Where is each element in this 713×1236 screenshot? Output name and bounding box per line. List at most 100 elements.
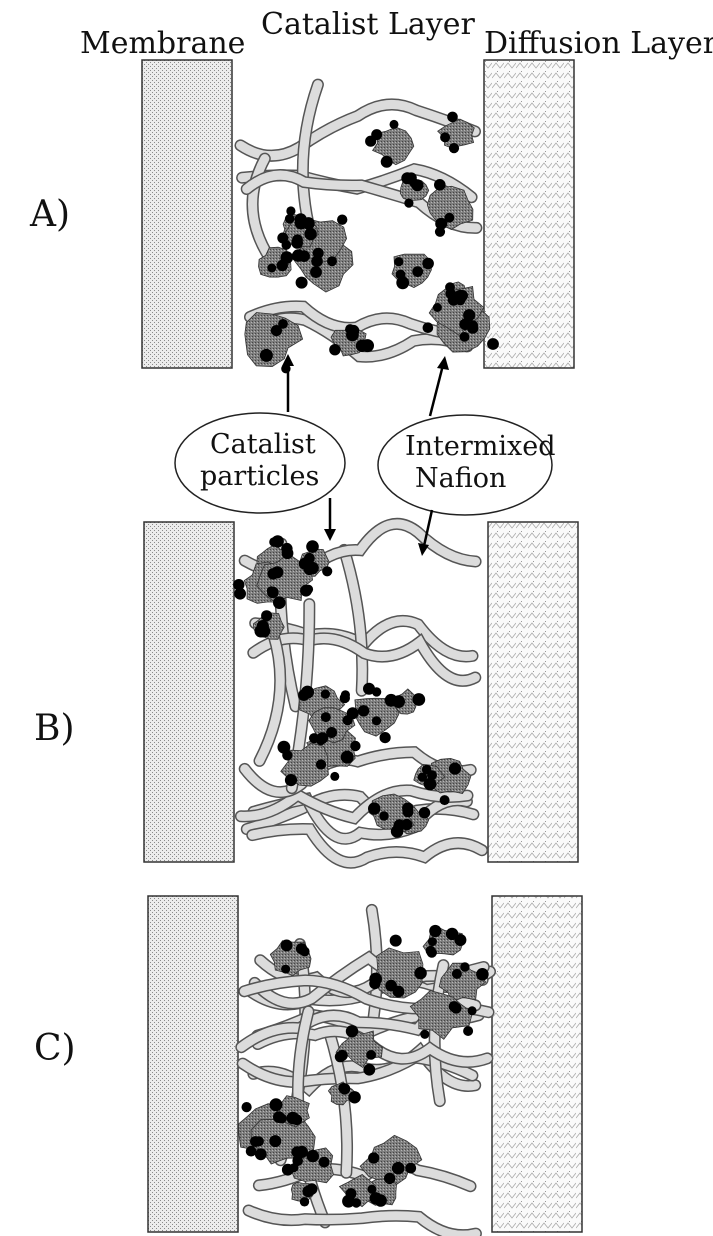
catalyst-particle (326, 727, 338, 738)
catalyst-particle (270, 325, 282, 337)
catalyst-particle (369, 1192, 382, 1205)
catalyst-particle (345, 1025, 359, 1038)
catalyst-particle (439, 795, 450, 806)
catalyst-particle (444, 212, 455, 223)
catalyst-particle (405, 1162, 417, 1174)
catalyst-particle (234, 587, 247, 600)
catalyst-particle (281, 240, 292, 250)
carbon-agglomerate (438, 962, 487, 1003)
catalyst-particle (435, 217, 448, 230)
callout-catalyst-particles: Catalist particles (174, 412, 346, 514)
catalyst-particle (311, 255, 323, 267)
catalyst-particle (267, 568, 279, 580)
catalyst-particle (414, 966, 427, 980)
catalyst-particle (404, 198, 414, 208)
catalyst-particle (448, 143, 460, 154)
catalyst-particle (303, 584, 314, 594)
catalyst-particle (434, 179, 446, 191)
panel-b (143, 517, 579, 869)
catalyst-particles-c (241, 924, 489, 1208)
catalyst-particle (361, 339, 374, 353)
catalyst-particle (289, 1163, 299, 1173)
diffusion-slab-a (483, 59, 575, 369)
catalyst-particle (261, 610, 273, 622)
catalyst-particle (269, 1135, 282, 1148)
catalyst-particle (420, 1029, 430, 1039)
catalyst-particles-b (233, 535, 462, 838)
catalyst-particle (402, 806, 414, 818)
catalyst-particle (337, 214, 348, 225)
catalyst-particle (273, 596, 286, 609)
catalyst-particle (394, 257, 404, 267)
catalyst-particle (459, 318, 471, 331)
catalyst-particle (254, 624, 268, 638)
catalyst-particle (334, 1051, 346, 1063)
catalyst-particle (269, 1098, 283, 1112)
catalyst-particle (447, 111, 458, 123)
arrow-nafion-up-head (437, 356, 449, 370)
catalyst-particle (371, 716, 382, 726)
panel-a (141, 59, 575, 374)
catalyst-particle (429, 924, 442, 938)
nafion-strand (236, 99, 480, 161)
catalyst-particle (463, 309, 476, 322)
catalyst-particle (447, 294, 460, 306)
arrow-nafion-down-head (418, 543, 429, 556)
catalyst-particle (451, 968, 462, 979)
catalyst-particle (304, 227, 317, 241)
catalyst-particle (250, 1136, 261, 1147)
catalyst-particle (340, 750, 354, 764)
row-label-b: B) (34, 708, 75, 749)
catalyst-particle (448, 762, 462, 775)
catalyst-particle (368, 802, 381, 815)
catalyst-particle (327, 256, 337, 267)
catalyst-particle (329, 344, 341, 356)
catalyst-particle (384, 693, 398, 707)
arrow-catalyst-up-head (282, 354, 294, 366)
catalyst-particle (380, 155, 393, 168)
catalyst-particle (267, 586, 279, 599)
catalyst-particle (391, 1161, 405, 1175)
catalyst-particle (417, 772, 428, 782)
nafion-network-b (234, 517, 488, 869)
catalyst-particle (445, 927, 459, 941)
catalyst-particle (423, 777, 437, 791)
row-label-c: C) (34, 1028, 76, 1069)
catalyst-particle (421, 764, 432, 775)
callout-intermixed-nafion: Intermixed Nafion (377, 414, 556, 516)
catalyst-particle (348, 1091, 361, 1104)
nafion-strand (246, 313, 472, 362)
catalyst-particle (450, 1002, 462, 1014)
catalyst-particle (412, 266, 424, 277)
diffusion-layer-header: Diffusion Layer (484, 26, 713, 61)
catalyst-particle (286, 206, 296, 216)
catalyst-particle (295, 1145, 308, 1158)
membrane-slab-c (147, 895, 239, 1233)
catalyst-particle (347, 324, 360, 337)
catalyst-particle (280, 251, 294, 264)
arrow-catalyst-down-head (324, 529, 336, 541)
catalyst-particle (445, 282, 455, 293)
catalyst-particle (411, 179, 424, 192)
catalyst-particle (284, 214, 295, 224)
arrow-nafion-down (422, 509, 434, 547)
catalyst-particle (363, 1063, 376, 1076)
catalyst-particle (273, 1111, 285, 1123)
catalyst-particle (280, 939, 293, 952)
catalyst-particle (459, 332, 470, 342)
catalyst-particle (366, 1050, 376, 1060)
carbon-agglomerate (244, 312, 304, 368)
catalyst-particle (440, 132, 451, 143)
catalyst-particle (281, 964, 291, 974)
catalyst-particle (290, 1114, 301, 1125)
membrane-header: Membrane (80, 26, 245, 61)
catalyst-particle (282, 750, 293, 761)
catalyst-particle (369, 977, 381, 990)
callout-catalyst-line1: Catalist (210, 429, 316, 460)
callout-arrows (282, 354, 449, 556)
catalyst-particle (291, 237, 304, 249)
catalyst-particle (427, 937, 437, 947)
catalyst-particle (330, 771, 340, 781)
diffusion-slab-c (491, 895, 583, 1233)
